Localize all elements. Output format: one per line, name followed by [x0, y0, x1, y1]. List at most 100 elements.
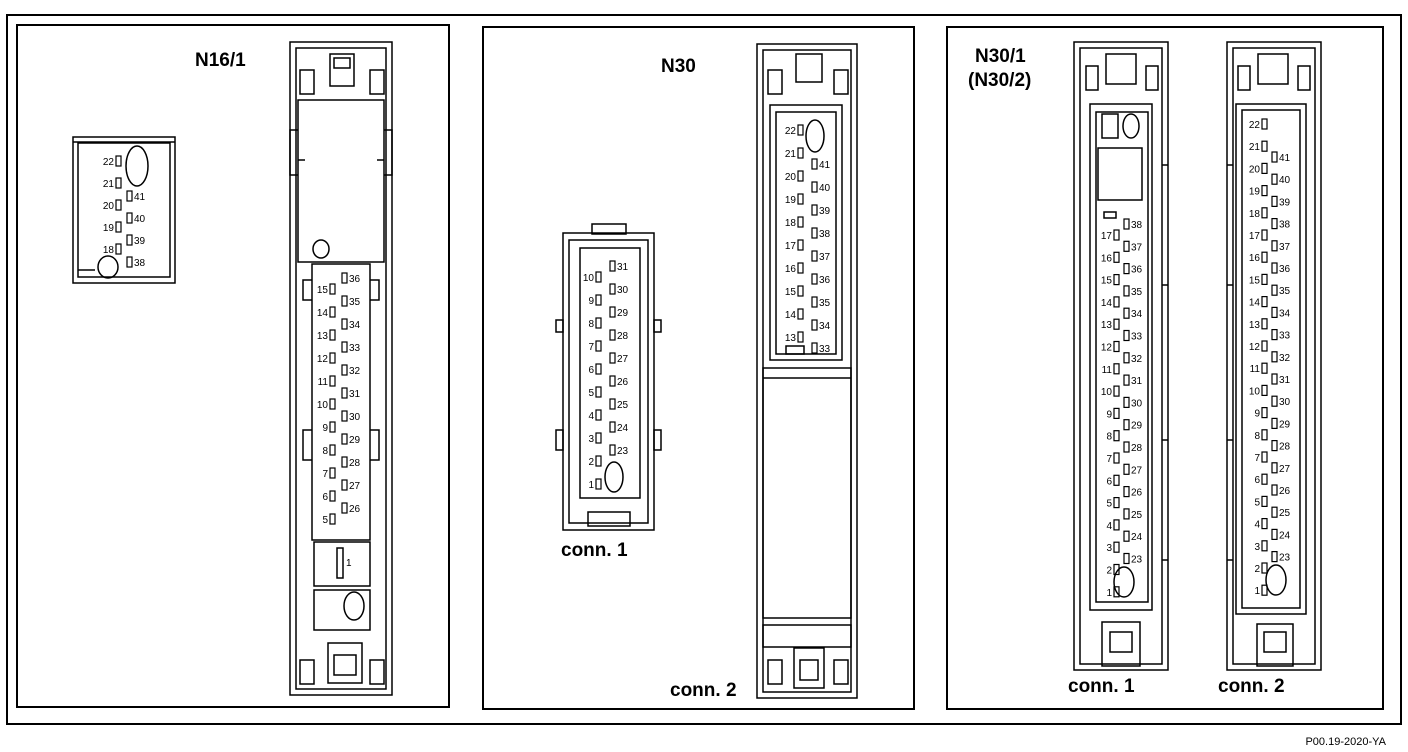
pin-slot: [609, 306, 616, 318]
pin-label: 10: [317, 400, 329, 411]
pin-slot: [1271, 306, 1278, 318]
pin-slot: [1123, 263, 1130, 275]
pin-label: 22: [1249, 120, 1261, 131]
pin-label: 14: [1101, 298, 1113, 309]
pin-slot: [1271, 284, 1278, 296]
n30-conn1-connector: [555, 223, 662, 531]
pin-label: 25: [1279, 508, 1291, 519]
pin-slot: [797, 124, 804, 136]
pin-slot: [1261, 185, 1268, 197]
pin-slot: [1261, 517, 1268, 530]
pin-label: 15: [1101, 276, 1113, 287]
pin-slot: [1113, 251, 1120, 263]
pin-slot: [1261, 540, 1268, 552]
pin-slot: [1123, 240, 1130, 252]
pin-label: 36: [1279, 264, 1291, 275]
pin-label: 27: [617, 354, 629, 365]
pin-label: 5: [1254, 497, 1260, 508]
pin-slot: [329, 421, 336, 433]
pin-slot: [329, 329, 336, 341]
pin-label: 26: [349, 504, 361, 515]
pin-slot: [1123, 419, 1130, 431]
pin-label: 34: [819, 321, 831, 332]
pin-slot: [1271, 395, 1278, 407]
pin-label: 35: [1131, 287, 1143, 298]
pin-slot: [1271, 462, 1278, 474]
pin-label: 37: [1279, 242, 1291, 253]
pin-label: 7: [588, 342, 594, 353]
pin-label: 14: [317, 308, 329, 319]
pin-slot: [1261, 162, 1268, 174]
pin-slot: [609, 398, 616, 410]
pin-slot: [595, 317, 602, 329]
pin-label: 28: [349, 458, 361, 469]
n30-conn2-connector: [756, 43, 858, 699]
pin-slot: [115, 199, 122, 211]
pin-label: 39: [1279, 197, 1291, 208]
pin-label: 5: [1106, 499, 1112, 510]
pin-label: 29: [1279, 419, 1291, 430]
pin-slot: [341, 479, 348, 491]
pin-label: 26: [1279, 486, 1291, 497]
pin-slot: [1123, 552, 1130, 565]
pin-label: 20: [1249, 164, 1261, 175]
n16-1-main-connector: [289, 41, 393, 696]
pin-slot: [811, 227, 818, 239]
pin-slot: [126, 190, 133, 202]
pin-label: 4: [588, 411, 594, 422]
pin-label: 33: [1279, 331, 1291, 342]
title-n30: N30: [661, 56, 696, 77]
pin-label: 12: [317, 354, 329, 365]
panel-n16-1: [16, 24, 450, 708]
pin-slot: [341, 502, 348, 514]
pin-label: 1: [1254, 586, 1260, 597]
pin-slot: [1271, 240, 1278, 252]
pin-slot: [1261, 251, 1268, 263]
pin-slot: [341, 295, 348, 307]
pin-label: 12: [1101, 343, 1113, 354]
pin-slot: [1123, 285, 1130, 297]
pin-label: 9: [322, 423, 328, 434]
pin-label: 11: [1250, 364, 1261, 375]
pin-label: 41: [134, 192, 146, 203]
pin-label: 24: [1131, 532, 1143, 543]
pin-slot: [595, 363, 602, 375]
pin-label: 32: [1279, 353, 1291, 364]
caption-n30-conn1: conn. 1: [561, 540, 628, 561]
pin-label: 25: [1131, 510, 1143, 521]
pin-slot: [115, 177, 122, 189]
pin-label: 17: [1249, 231, 1261, 242]
pin-label: 32: [1131, 354, 1143, 365]
pin-label: 23: [1279, 553, 1291, 564]
pin-slot: [115, 221, 122, 233]
pin-slot: [126, 212, 133, 224]
pin-slot: [609, 283, 616, 295]
pin-slot: [1271, 506, 1278, 518]
pin-label: 6: [1254, 475, 1260, 486]
pin-label: 19: [1249, 187, 1261, 198]
pin-label: 3: [588, 434, 594, 445]
pin-slot: [1113, 541, 1120, 553]
pin-slot: [1271, 373, 1278, 385]
pin-label: 7: [322, 469, 328, 480]
pin-label: 22: [785, 126, 797, 137]
pin-label: 13: [1249, 320, 1261, 331]
pin-label: 38: [819, 229, 831, 240]
pin-slot: [1271, 173, 1278, 185]
pin-label: 9: [1106, 409, 1112, 420]
pin-label: 3: [1106, 543, 1112, 554]
pin-label: 33: [1131, 332, 1143, 343]
n30-1-conn1-connector: [1073, 41, 1169, 671]
pin-label: 38: [1279, 220, 1291, 231]
pin-label: 31: [1279, 375, 1291, 386]
pin-label: 21: [1249, 142, 1261, 153]
pin-label: 36: [819, 275, 831, 286]
pin-slot: [609, 352, 616, 364]
pin-label: 5: [588, 388, 594, 399]
title-n30-1: N30/1: [975, 46, 1026, 67]
pin-slot: [1113, 363, 1120, 375]
pin-slot: [329, 306, 336, 318]
pin-slot: [797, 147, 804, 159]
pin-slot: [811, 250, 818, 262]
pin-label: 39: [134, 236, 146, 247]
